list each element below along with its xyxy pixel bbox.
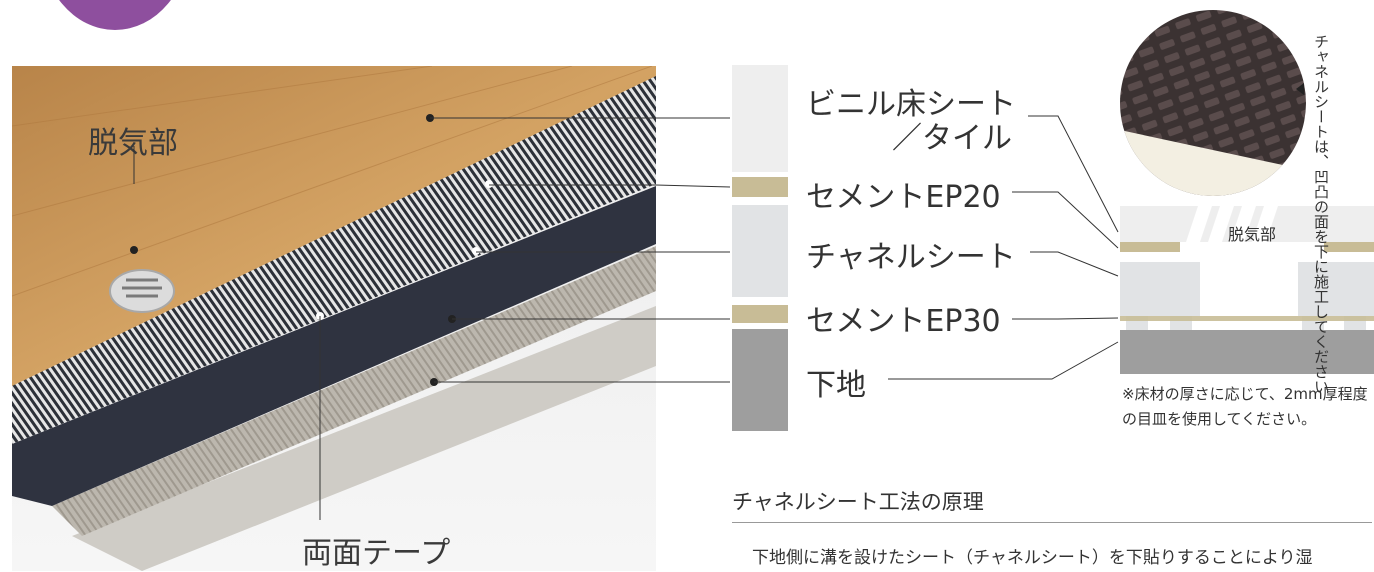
swatch-cement-ep30 xyxy=(732,305,788,323)
cross-section-svg xyxy=(1120,206,1374,374)
category-badge xyxy=(40,0,190,30)
swatch-channel-sheet xyxy=(732,205,788,297)
swatch-vinyl xyxy=(732,65,788,172)
channel-sheet-underside-icon xyxy=(1120,10,1306,196)
layer-label-cement-ep20: セメントEP20 xyxy=(806,180,1001,215)
thickness-note: ※床材の厚さに応じて、2mm厚程度の目皿を使用してください。 xyxy=(1122,385,1368,428)
swatch-cement-ep20 xyxy=(732,177,788,197)
layer-label-substrate: 下地 xyxy=(806,368,866,403)
drain-icon xyxy=(109,269,175,313)
layer-label-vinyl-1: ビニル床シート xyxy=(806,87,1016,122)
sample-note: チャネルシートは、凹凸の面を下に施工してください xyxy=(1312,34,1330,394)
layer-label-cement-ep30: セメントEP30 xyxy=(806,304,1001,339)
principle-body: 下地側に溝を設けたシート（チャネルシート）を下貼りすることにより湿 xyxy=(752,548,1313,568)
layer-swatch-column xyxy=(732,65,788,431)
degassing-label: 脱気部 xyxy=(88,126,178,161)
cross-section-diagram xyxy=(1120,206,1374,374)
layer-label-channel-sheet: チャネルシート xyxy=(806,240,1016,275)
section-degassing-label: 脱気部 xyxy=(1228,225,1277,244)
principle-title: チャネルシート工法の原理 xyxy=(732,490,984,514)
principle-divider xyxy=(732,522,1372,523)
channel-sheet-sample xyxy=(1120,10,1306,196)
layer-label-vinyl-2: ／タイル xyxy=(892,121,1012,156)
double-sided-tape-label: 両面テープ xyxy=(302,536,451,571)
swatch-substrate xyxy=(732,329,788,431)
pointer-arrow-icon xyxy=(1296,83,1304,95)
